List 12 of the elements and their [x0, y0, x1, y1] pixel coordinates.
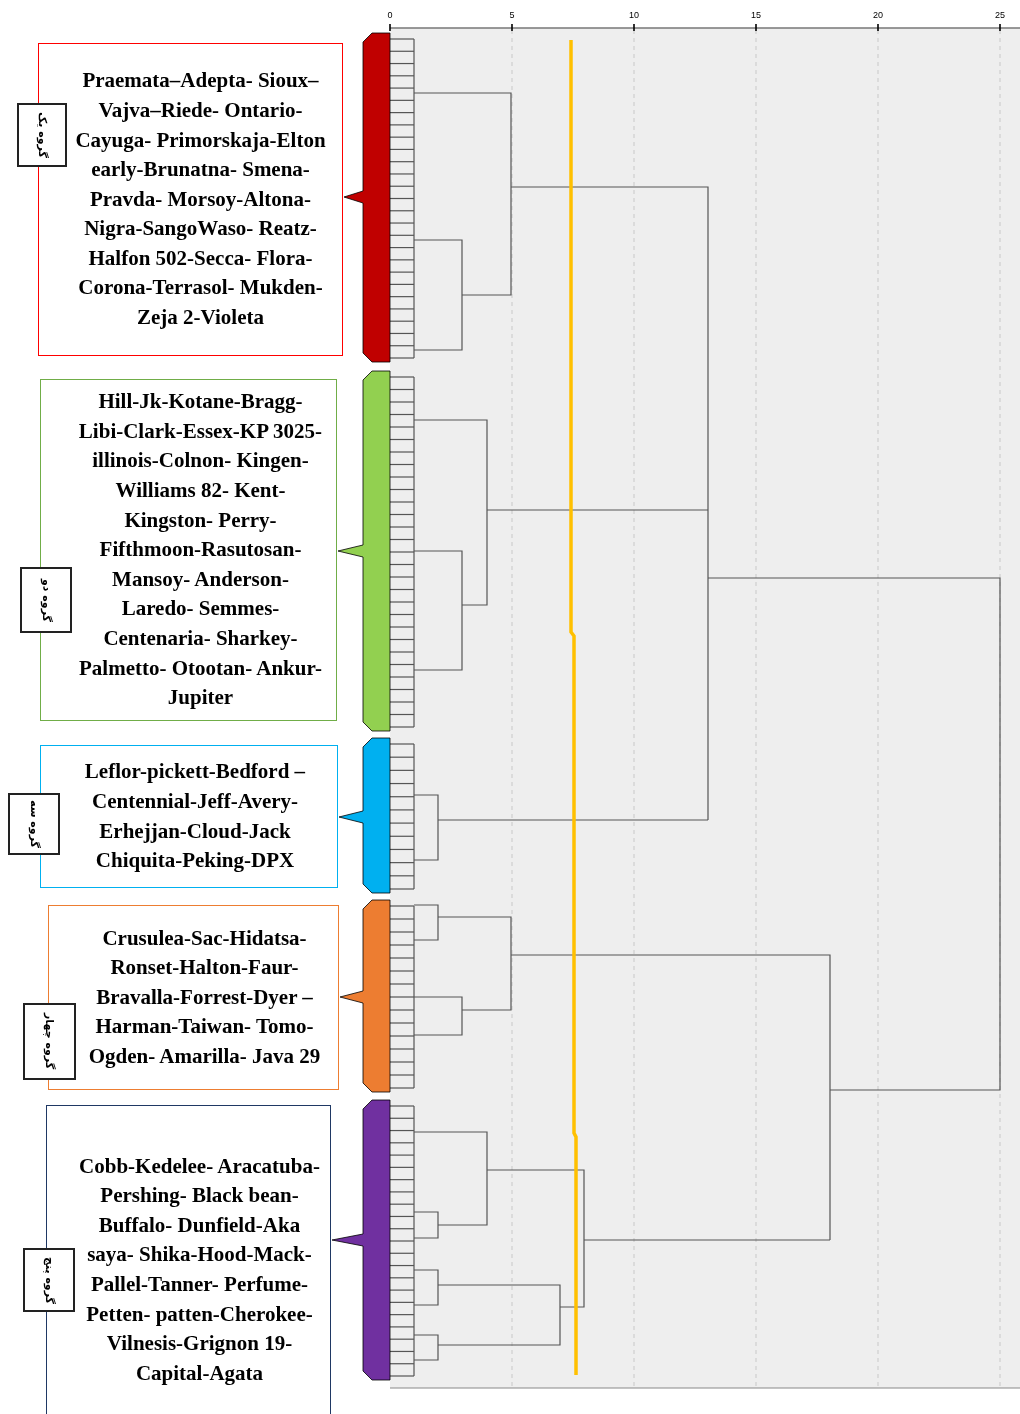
axis-tick-label: 20 [873, 10, 883, 20]
axis-tick-label: 0 [387, 10, 393, 20]
axis-tick-label: 25 [995, 10, 1005, 20]
group-tag: گروه سه [8, 793, 60, 855]
axis-tick-label: 10 [629, 10, 639, 20]
axis-tick-label: 5 [509, 10, 515, 20]
group-box: Leflor-pickett-Bedford – Centennial-Jeff-Avery- Erhejjan-Cloud-Jack Chiquita-Peking-DPX [40, 745, 338, 888]
group-tag: گروه یک [17, 103, 67, 167]
axis-tick-label: 15 [751, 10, 761, 20]
group-tag: گروه پنج [23, 1248, 75, 1312]
group-tag: گروه چهار [23, 1003, 76, 1080]
group-tag: گروه دو [20, 567, 72, 633]
